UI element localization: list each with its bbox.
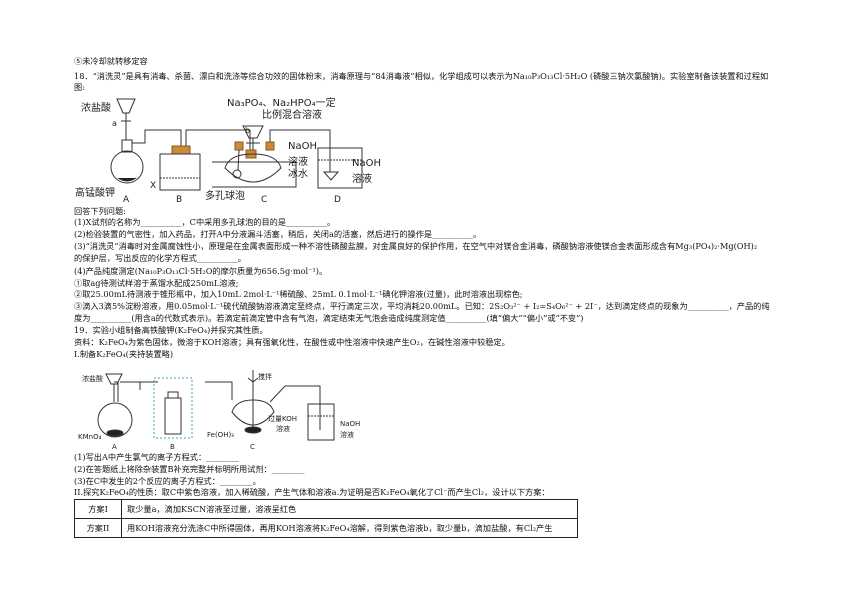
fig2-c-label: C [250,443,255,451]
q18-part-4: (4)产品纯度测定(Na₁₀P₃O₁₃Cl·5H₂O的摩尔质量为656.5g·m… [74,266,328,276]
conc-hcl-label: 浓盐酸 [81,103,111,114]
naoh-in-d-label-1: NaOH [352,158,381,169]
naoh-in-d-label-2: 溶液 [352,174,372,185]
fig2-kmno4-label: KMnO₄ [78,433,102,441]
q18-stem-cont: 图: [74,82,85,92]
q19-section-1: I.制备K₂FeO₄(夹持装置略) [74,349,174,359]
apparatus-b-label: B [176,195,183,205]
q18-step-2: ②取25.00mL待测液于锥形瓶中，加入10mL 2mol·L⁻¹稀硫酸、25m… [74,289,523,299]
q18-part-3-cont: 的保护层，写出反应的化学方程式__________。 [74,253,246,263]
apparatus-c-label: C [261,195,268,205]
q18-step-3: ③滴入3滴5%淀粉溶液，用0.05mol·L⁻¹硫代硫酸钠溶液滴定至终点，平行滴… [74,301,770,311]
apparatus-a-label: A [123,195,130,205]
reagent-x-label: X [150,181,157,191]
phosphate-mix-label-1: Na₃PO₄、Na₂HPO₄一定 [227,98,336,109]
q18-part-1: (1)X试剂的名称为__________，C中采用多孔球泡的目的是_______… [74,217,336,227]
q19-info: 资料：K₂FeO₄为紫色固体，微溶于KOH溶液；具有强氧化性，在酸性或中性溶液中… [74,337,510,347]
fig2-naoh-label-2: 溶液 [340,431,354,439]
q19-part-1: (1)写出A中产生氯气的离子方程式：________ [74,452,239,462]
kmno4-label: 高锰酸钾 [75,188,115,199]
naoh-in-c-label-2: 溶液 [288,157,308,168]
line-option-5: ⑤未冷却就转移定容 [74,56,148,66]
fig2-naoh-label-1: NaOH [340,420,361,428]
scheme-table: 方案I 取少量a，滴加KSCN溶液至过量，溶液呈红色 方案II 用KOH溶液充分… [74,499,578,538]
scheme-1-head: 方案I [74,499,122,519]
valve-a-label: a [112,119,117,128]
fig2-b-label: B [170,443,175,451]
q19-section-2: II.探究K₂FeO₄的性质：取C中紫色溶液，加入稀硫酸，产生气体和溶液a.为证… [74,487,550,497]
phosphate-mix-label-2: 比例混合溶液 [262,110,322,121]
naoh-in-c-label-1: NaOH [288,141,317,152]
valve-b-label: b [245,126,251,135]
fig2-feoh3-label: Fe(OH)₃ [207,431,234,439]
q19-stem: 19．实验小组制备高铁酸钾(K₂FeO₄)并探究其性质。 [74,325,268,335]
q18-part-3: (3)“消洗灵”消毒时对金属腐蚀性小，原理是在金属表面形成一种不溶性磷酸盐膜，对… [74,241,758,251]
table-row: 方案I 取少量a，滴加KSCN溶液至过量，溶液呈红色 [74,499,578,519]
q18-stem: 18．“消洗灵”是具有消毒、杀菌、漂白和洗涤等综合功效的固体粉末，消毒原理与“8… [74,71,769,81]
table-row: 方案II 用KOH溶液充分洗涤C中所得固体，再用KOH溶液将K₂FeO₄溶解，得… [74,518,578,538]
fig2-koh-label-2: 溶液 [276,425,290,433]
q19-part-3: (3)在C中发生的2个反应的离子方程式：________。 [74,476,261,486]
fig2-a-label: A [112,443,117,451]
q18-answer-prompt: 回答下列问题: [74,206,126,216]
scheme-1-body: 取少量a，滴加KSCN溶液至过量，溶液呈红色 [121,499,578,519]
ice-water-label: 冰水 [288,169,308,180]
fig2-stir-label: 搅拌 [258,373,272,381]
porous-bulb-label: 多孔球泡 [205,191,245,202]
q18-step-3-cont: 度为__________(用含a的代数式表示)。若滴定前滴定管中含有气泡，滴定结… [74,313,584,323]
apparatus-d-label: D [334,195,341,205]
scheme-2-body: 用KOH溶液充分洗涤C中所得固体，再用KOH溶液将K₂FeO₄溶解，得到紫色溶液… [121,518,578,538]
q18-part-2: (2)检验装置的气密性，加入药品，打开A中分液漏斗活塞，稍后，关闭a的活塞，然后… [74,229,482,239]
scheme-2-head: 方案II [74,518,122,538]
fig2-conc-hcl-label: 浓盐酸 [82,375,103,383]
q19-part-2: (2)在答题纸上将除杂装置B补充完整并标明所用试剂：________ [74,464,305,474]
q18-step-1: ①取ag待测试样溶于蒸馏水配成250mL溶液; [74,278,239,288]
fig2-koh-label-1: 过量KOH [268,415,297,423]
